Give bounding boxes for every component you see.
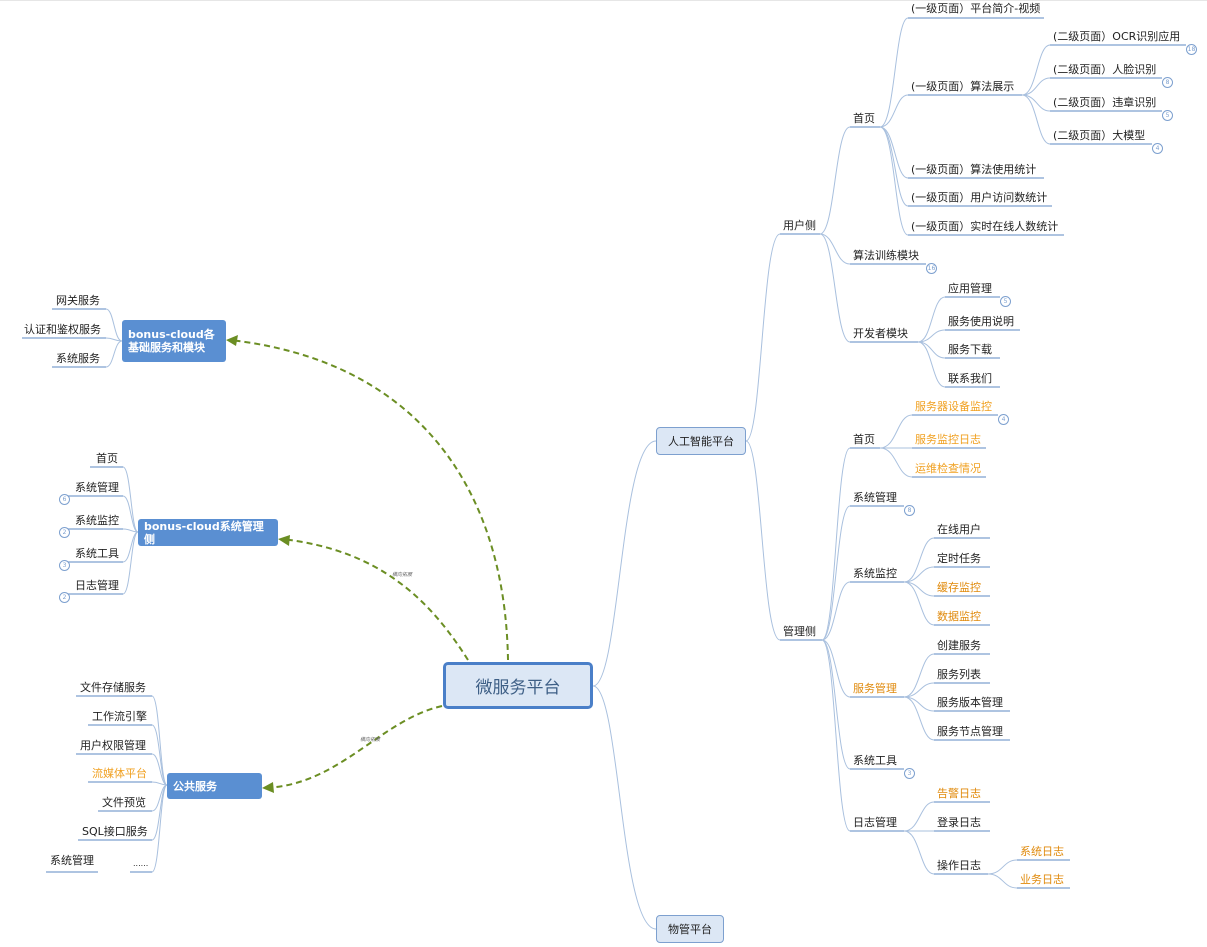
algo-child-llm[interactable]: (二级页面）大模型 — [1053, 129, 1146, 142]
ai-platform-label: 人工智能平台 — [668, 435, 734, 448]
developer-item[interactable]: 服务下载 — [948, 343, 992, 356]
extension-label: 横向拓展 — [392, 572, 413, 578]
service-mgmt-item[interactable]: 服务版本管理 — [937, 696, 1003, 709]
public-service-item[interactable]: 流媒体平台 — [92, 767, 147, 780]
public-services-label: 公共服务 — [173, 779, 217, 793]
public-service-item[interactable]: 工作流引擎 — [92, 710, 147, 723]
log-mgmt-item[interactable]: 操作日志 — [937, 859, 981, 872]
count-badge[interactable]: 3 — [59, 560, 70, 571]
developer-item[interactable]: 联系我们 — [948, 372, 992, 385]
user-side-label[interactable]: 用户侧 — [783, 219, 816, 232]
system-monitor-item[interactable]: 数据监控 — [937, 610, 981, 623]
bonus-admin-item[interactable]: 系统监控 — [75, 514, 119, 527]
user-home-label[interactable]: 首页 — [853, 112, 875, 125]
bonus-base-item[interactable]: 系统服务 — [56, 352, 100, 365]
training-module-label[interactable]: 算法训练模块 — [853, 249, 919, 262]
developer-module-label[interactable]: 开发者模块 — [853, 327, 908, 340]
count-badge[interactable]: 2 — [59, 527, 70, 538]
bonus-admin-label: bonus-cloud系统管理侧 — [144, 519, 264, 546]
user-home-item[interactable]: (一级页面）算法展示 — [911, 80, 1015, 93]
count-badge[interactable]: 6 — [59, 494, 70, 505]
public-service-item[interactable]: 文件预览 — [102, 796, 146, 809]
count-badge[interactable]: 2 — [59, 592, 70, 603]
public-service-item[interactable]: 系统管理 — [50, 854, 94, 867]
public-service-item[interactable]: SQL接口服务 — [82, 825, 148, 838]
root-label: 微服务平台 — [475, 678, 561, 698]
service-mgmt-item[interactable]: 服务节点管理 — [937, 725, 1003, 738]
public-service-item[interactable]: 用户权限管理 — [80, 739, 146, 752]
count-badge[interactable]: 8 — [1162, 77, 1173, 88]
extension-label: 横向拓展 — [360, 737, 381, 743]
log-mgmt-label[interactable]: 日志管理 — [853, 816, 897, 829]
log-mgmt-item[interactable]: 告警日志 — [937, 787, 981, 800]
user-home-item[interactable]: (一级页面）平台简介-视频 — [911, 2, 1041, 15]
service-mgmt-item[interactable]: 创建服务 — [937, 639, 981, 652]
developer-item[interactable]: 应用管理 — [948, 282, 992, 295]
op-log-child[interactable]: 系统日志 — [1020, 845, 1064, 858]
bonus-base-label: bonus-cloud各基础服务和模块 — [128, 328, 215, 354]
developer-item[interactable]: 服务使用说明 — [948, 315, 1014, 328]
bonus-admin-item[interactable]: 系统管理 — [75, 481, 119, 494]
count-badge[interactable]: 4 — [998, 414, 1009, 425]
system-tools-label[interactable]: 系统工具 — [853, 754, 897, 767]
system-mgmt-label[interactable]: 系统管理 — [853, 491, 897, 504]
user-home-item[interactable]: (一级页面）实时在线人数统计 — [911, 220, 1059, 233]
admin-home-item[interactable]: 运维检查情况 — [915, 462, 981, 475]
algo-child-ocr[interactable]: (二级页面）OCR识别应用 — [1053, 30, 1181, 43]
count-badge[interactable]: 16 — [926, 263, 937, 274]
admin-side-label[interactable]: 管理侧 — [783, 625, 816, 638]
bonus-base-item[interactable]: 网关服务 — [56, 294, 100, 307]
bonus-admin-item[interactable]: 日志管理 — [75, 579, 119, 592]
bonus-admin-item[interactable]: 首页 — [96, 452, 118, 465]
top-divider — [0, 0, 1207, 1]
public-service-item[interactable]: 文件存储服务 — [80, 681, 146, 694]
admin-home-item[interactable]: 服务器设备监控 — [915, 400, 992, 413]
public-services-node[interactable]: 公共服务 — [167, 773, 262, 799]
bonus-base-item[interactable]: 认证和鉴权服务 — [24, 323, 101, 336]
admin-home-label[interactable]: 首页 — [853, 433, 875, 446]
property-platform-node[interactable]: 物管平台 — [656, 915, 724, 943]
system-monitor-item[interactable]: 缓存监控 — [937, 581, 981, 594]
log-mgmt-item[interactable]: 登录日志 — [937, 816, 981, 829]
ai-platform-node[interactable]: 人工智能平台 — [656, 427, 746, 455]
bonus-admin-item[interactable]: 系统工具 — [75, 547, 119, 560]
count-badge[interactable]: 5 — [1162, 110, 1173, 121]
more-ellipsis: ...... — [133, 859, 149, 868]
service-mgmt-label[interactable]: 服务管理 — [853, 682, 897, 695]
bonus-base-node[interactable]: bonus-cloud各基础服务和模块 — [122, 320, 226, 362]
op-log-child[interactable]: 业务日志 — [1020, 873, 1064, 886]
count-badge[interactable]: 3 — [904, 768, 915, 779]
count-badge[interactable]: 5 — [1000, 296, 1011, 307]
count-badge[interactable]: 8 — [904, 505, 915, 516]
admin-home-item[interactable]: 服务监控日志 — [915, 433, 981, 446]
user-home-item[interactable]: (一级页面）用户访问数统计 — [911, 191, 1048, 204]
system-monitor-item[interactable]: 定时任务 — [937, 552, 981, 565]
count-badge[interactable]: 18 — [1186, 44, 1197, 55]
system-monitor-label[interactable]: 系统监控 — [853, 567, 897, 580]
service-mgmt-item[interactable]: 服务列表 — [937, 668, 981, 681]
count-badge[interactable]: 4 — [1152, 143, 1163, 154]
bonus-admin-node[interactable]: bonus-cloud系统管理侧 — [138, 519, 278, 546]
algo-child-violation[interactable]: (二级页面）违章识别 — [1053, 96, 1157, 109]
algo-child-face[interactable]: (二级页面）人脸识别 — [1053, 63, 1157, 76]
system-monitor-item[interactable]: 在线用户 — [937, 523, 981, 536]
user-home-item[interactable]: (一级页面）算法使用统计 — [911, 163, 1037, 176]
property-platform-label: 物管平台 — [668, 923, 712, 936]
root-node[interactable]: 微服务平台 — [443, 662, 593, 709]
